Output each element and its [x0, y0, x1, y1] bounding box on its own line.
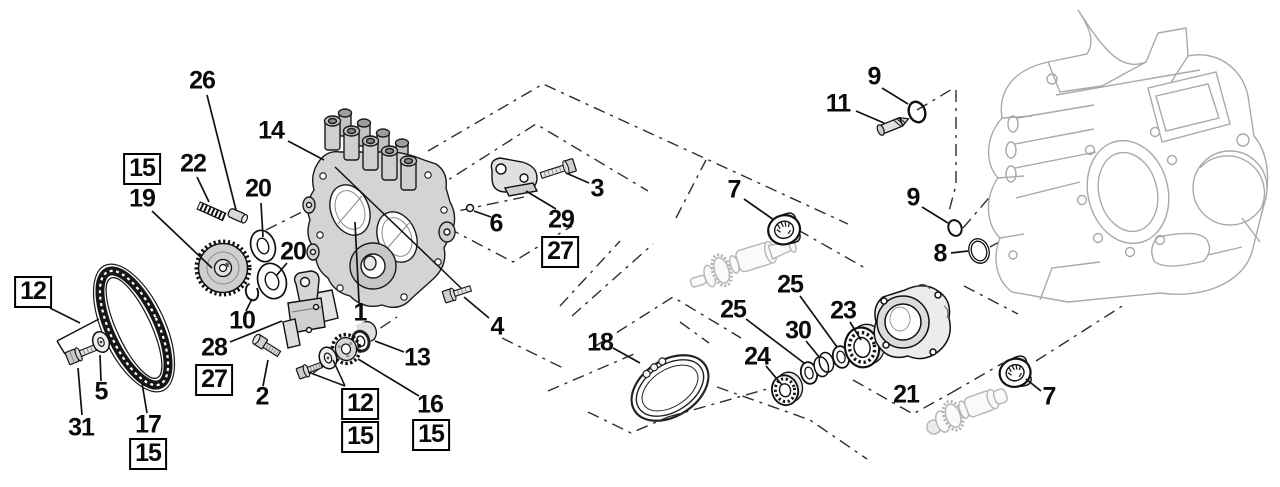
engine-crankcase-drawing — [987, 9, 1269, 303]
leader-line-9 — [881, 87, 909, 105]
leader-line-7 — [1025, 378, 1042, 392]
leader-line-13 — [374, 340, 405, 353]
leader-line-7 — [743, 198, 775, 221]
leader-line-20 — [260, 202, 264, 238]
leader-line-22 — [196, 176, 210, 203]
o-ring-9-lower-drawing — [947, 219, 963, 237]
leader-line-20 — [275, 262, 288, 277]
leader-line-16 — [357, 358, 420, 397]
cam-cover-21-drawing — [873, 283, 951, 360]
leader-line-19 — [151, 210, 213, 269]
leader-line-14 — [287, 140, 325, 161]
leader-line-3 — [565, 172, 590, 184]
leader-line-31 — [77, 367, 83, 416]
leader-line-25 — [799, 295, 838, 348]
spring-22-drawing — [196, 201, 227, 222]
retaining-clip-10-drawing — [244, 282, 260, 302]
leader-line-8 — [950, 250, 969, 254]
spacer-30-drawing — [813, 351, 835, 378]
leader-line-17 — [141, 382, 148, 414]
washer-20-upper-drawing — [249, 229, 277, 263]
leader-line-23 — [849, 321, 862, 341]
leader-line-24 — [765, 365, 783, 386]
leader-line-10 — [245, 298, 253, 312]
label-leader-lines — [49, 87, 1042, 416]
cam-chain-17-drawing — [92, 263, 176, 393]
cam-chain-18-drawing — [630, 354, 710, 422]
bolt-31-drawing — [64, 344, 98, 366]
leader-line-4 — [463, 296, 490, 319]
washer-12-group-drawing — [318, 346, 338, 370]
leader-line-2 — [262, 359, 269, 387]
needle-bearing-7-lower-drawing — [998, 355, 1032, 388]
chain-tensioner-28-drawing — [282, 270, 339, 349]
leader-line-29 — [525, 190, 557, 210]
bolt-12-group-drawing — [295, 361, 324, 380]
small-sprocket-16-drawing — [330, 332, 362, 366]
camshaft-ghost-upper — [689, 238, 797, 288]
dowel-hole-6-drawing — [465, 203, 475, 213]
leader-line-9 — [921, 206, 949, 224]
tappet-towers-front-row — [323, 115, 418, 191]
bolt-3-drawing — [539, 158, 577, 180]
leader-line-11 — [855, 110, 885, 124]
o-ring-9-upper-drawing — [907, 100, 927, 124]
leader-line-26 — [206, 94, 237, 211]
washer-5-drawing — [91, 331, 111, 353]
washer-25-left-drawing — [799, 361, 819, 385]
bolt-2-drawing — [252, 333, 282, 358]
chain-guide-29-drawing — [490, 157, 539, 197]
reference-lines — [56, 166, 462, 387]
leader-line-1 — [354, 221, 360, 303]
leader-line-5 — [99, 354, 102, 382]
leader-line-12 — [49, 307, 81, 324]
cam-support-plate-drawing — [302, 108, 456, 308]
leader-line-28 — [229, 320, 283, 343]
bearing-24-drawing — [771, 371, 804, 407]
camshaft-ghost-lower — [926, 388, 1008, 435]
o-ring-8-drawing — [968, 238, 990, 264]
needle-bearing-7-upper-drawing — [767, 212, 802, 246]
pin-26-drawing — [227, 208, 249, 224]
leader-line-30 — [805, 340, 821, 359]
leader-line-18 — [612, 347, 641, 364]
cam-sprocket-19-drawing — [194, 239, 252, 297]
leader-line-25 — [745, 318, 805, 364]
dowel-pin-11-drawing — [876, 116, 910, 136]
leader-line-6 — [473, 210, 492, 218]
bolt-4-drawing — [441, 285, 473, 304]
